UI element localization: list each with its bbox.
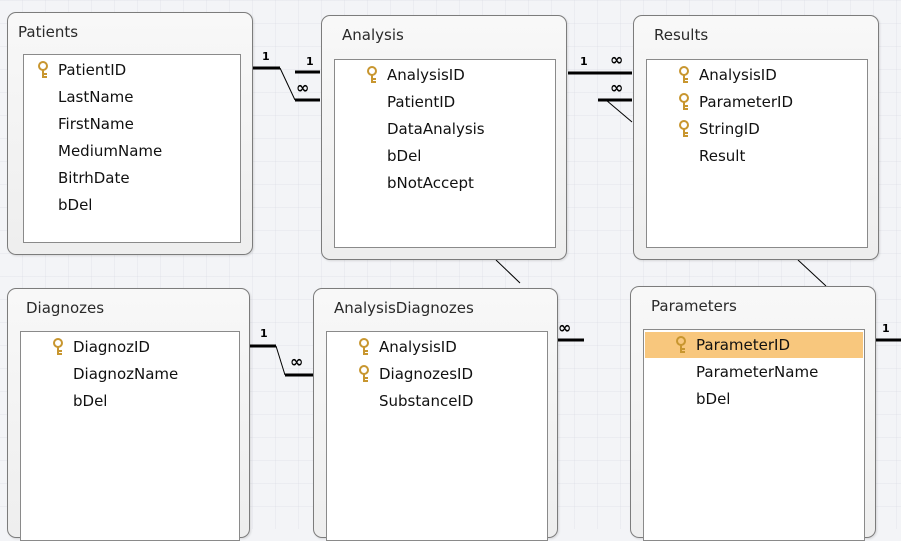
relationship-analysis-analysisdiagnozes[interactable] xyxy=(495,259,521,284)
primary-key-icon xyxy=(676,336,686,353)
cardinality-many: ∞ xyxy=(290,352,303,371)
relationship-analysis-results[interactable] xyxy=(568,71,633,123)
table-title: Results xyxy=(654,26,709,44)
field-row[interactable]: MediumName xyxy=(58,142,163,160)
table-title: Analysis xyxy=(342,26,404,44)
field-row[interactable]: PatientID xyxy=(24,57,240,83)
primary-key-icon xyxy=(679,66,689,83)
field-row[interactable]: FirstName xyxy=(58,115,134,133)
field-row[interactable]: PatientID xyxy=(387,93,456,111)
field-row[interactable]: LastName xyxy=(58,88,134,106)
field-row[interactable]: bDel xyxy=(387,147,422,165)
cardinality-one: 1 xyxy=(580,55,588,68)
cardinality-many: ∞ xyxy=(558,318,571,337)
cardinality-many: ∞ xyxy=(296,78,309,97)
table-patients[interactable]: Patients PatientID LastName FirstName Me… xyxy=(7,12,253,255)
field-row[interactable]: Result xyxy=(699,147,746,165)
primary-key-icon xyxy=(679,93,689,110)
field-row[interactable]: bDel xyxy=(696,390,731,408)
field-row[interactable]: StringID xyxy=(665,116,867,142)
table-analysis[interactable]: Analysis AnalysisID PatientID DataAnalys… xyxy=(321,15,567,260)
field-row[interactable]: BitrhDate xyxy=(58,169,130,187)
cardinality-many: ∞ xyxy=(610,78,623,97)
field-row[interactable]: AnalysisID xyxy=(353,62,555,88)
cardinality-many: ∞ xyxy=(610,50,623,69)
field-row[interactable]: DiagnozID xyxy=(39,334,239,360)
field-row-selected[interactable]: ParameterID xyxy=(645,332,863,358)
field-row[interactable]: bDel xyxy=(73,392,108,410)
field-list[interactable]: AnalysisID PatientID DataAnalysis bDel b… xyxy=(334,59,556,248)
table-title: Patients xyxy=(18,23,79,41)
primary-key-icon xyxy=(53,338,63,355)
field-list[interactable]: AnalysisID DiagnozesID SubstanceID xyxy=(326,331,548,541)
field-list[interactable]: DiagnozID DiagnozName bDel xyxy=(20,331,240,541)
primary-key-icon xyxy=(679,120,689,137)
table-title: Diagnozes xyxy=(26,299,105,317)
relationship-results-parameters[interactable] xyxy=(797,259,827,287)
table-title: AnalysisDiagnozes xyxy=(334,299,474,317)
table-parameters[interactable]: Parameters ParameterID ParameterName bDe… xyxy=(630,286,876,541)
field-row[interactable]: SubstanceID xyxy=(379,392,474,410)
table-results[interactable]: Results AnalysisID ParameterID StringID … xyxy=(633,15,879,260)
field-list[interactable]: ParameterID ParameterName bDel xyxy=(643,329,865,541)
primary-key-icon xyxy=(367,66,377,83)
field-row[interactable]: AnalysisID xyxy=(345,334,547,360)
cardinality-one: 1 xyxy=(260,327,268,340)
table-diagnozes[interactable]: Diagnozes DiagnozID DiagnozName bDel xyxy=(7,288,250,541)
primary-key-icon xyxy=(359,365,369,382)
field-list[interactable]: PatientID LastName FirstName MediumName … xyxy=(23,54,241,243)
relationship-patients-analysis[interactable] xyxy=(252,66,320,102)
field-row[interactable]: ParameterID xyxy=(665,89,867,115)
relationship-diagnozes-analysisdiagnozes[interactable] xyxy=(249,344,314,377)
table-analysisdiagnozes[interactable]: AnalysisDiagnozes AnalysisID DiagnozesID… xyxy=(313,288,558,541)
relationship-lines xyxy=(249,66,901,377)
field-row[interactable]: bNotAccept xyxy=(387,174,474,192)
field-list[interactable]: AnalysisID ParameterID StringID Result xyxy=(646,59,868,248)
field-row[interactable]: bDel xyxy=(58,196,93,214)
cardinality-one: 1 xyxy=(882,322,890,335)
primary-key-icon xyxy=(359,338,369,355)
field-row[interactable]: AnalysisID xyxy=(665,62,867,88)
cardinality-one: 1 xyxy=(262,50,270,63)
primary-key-icon xyxy=(38,61,48,78)
table-title: Parameters xyxy=(651,297,737,315)
cardinality-one: 1 xyxy=(306,55,314,68)
field-row[interactable]: DiagnozesID xyxy=(345,361,547,387)
field-row[interactable]: DataAnalysis xyxy=(387,120,485,138)
field-row[interactable]: ParameterName xyxy=(696,363,819,381)
field-row[interactable]: DiagnozName xyxy=(73,365,179,383)
